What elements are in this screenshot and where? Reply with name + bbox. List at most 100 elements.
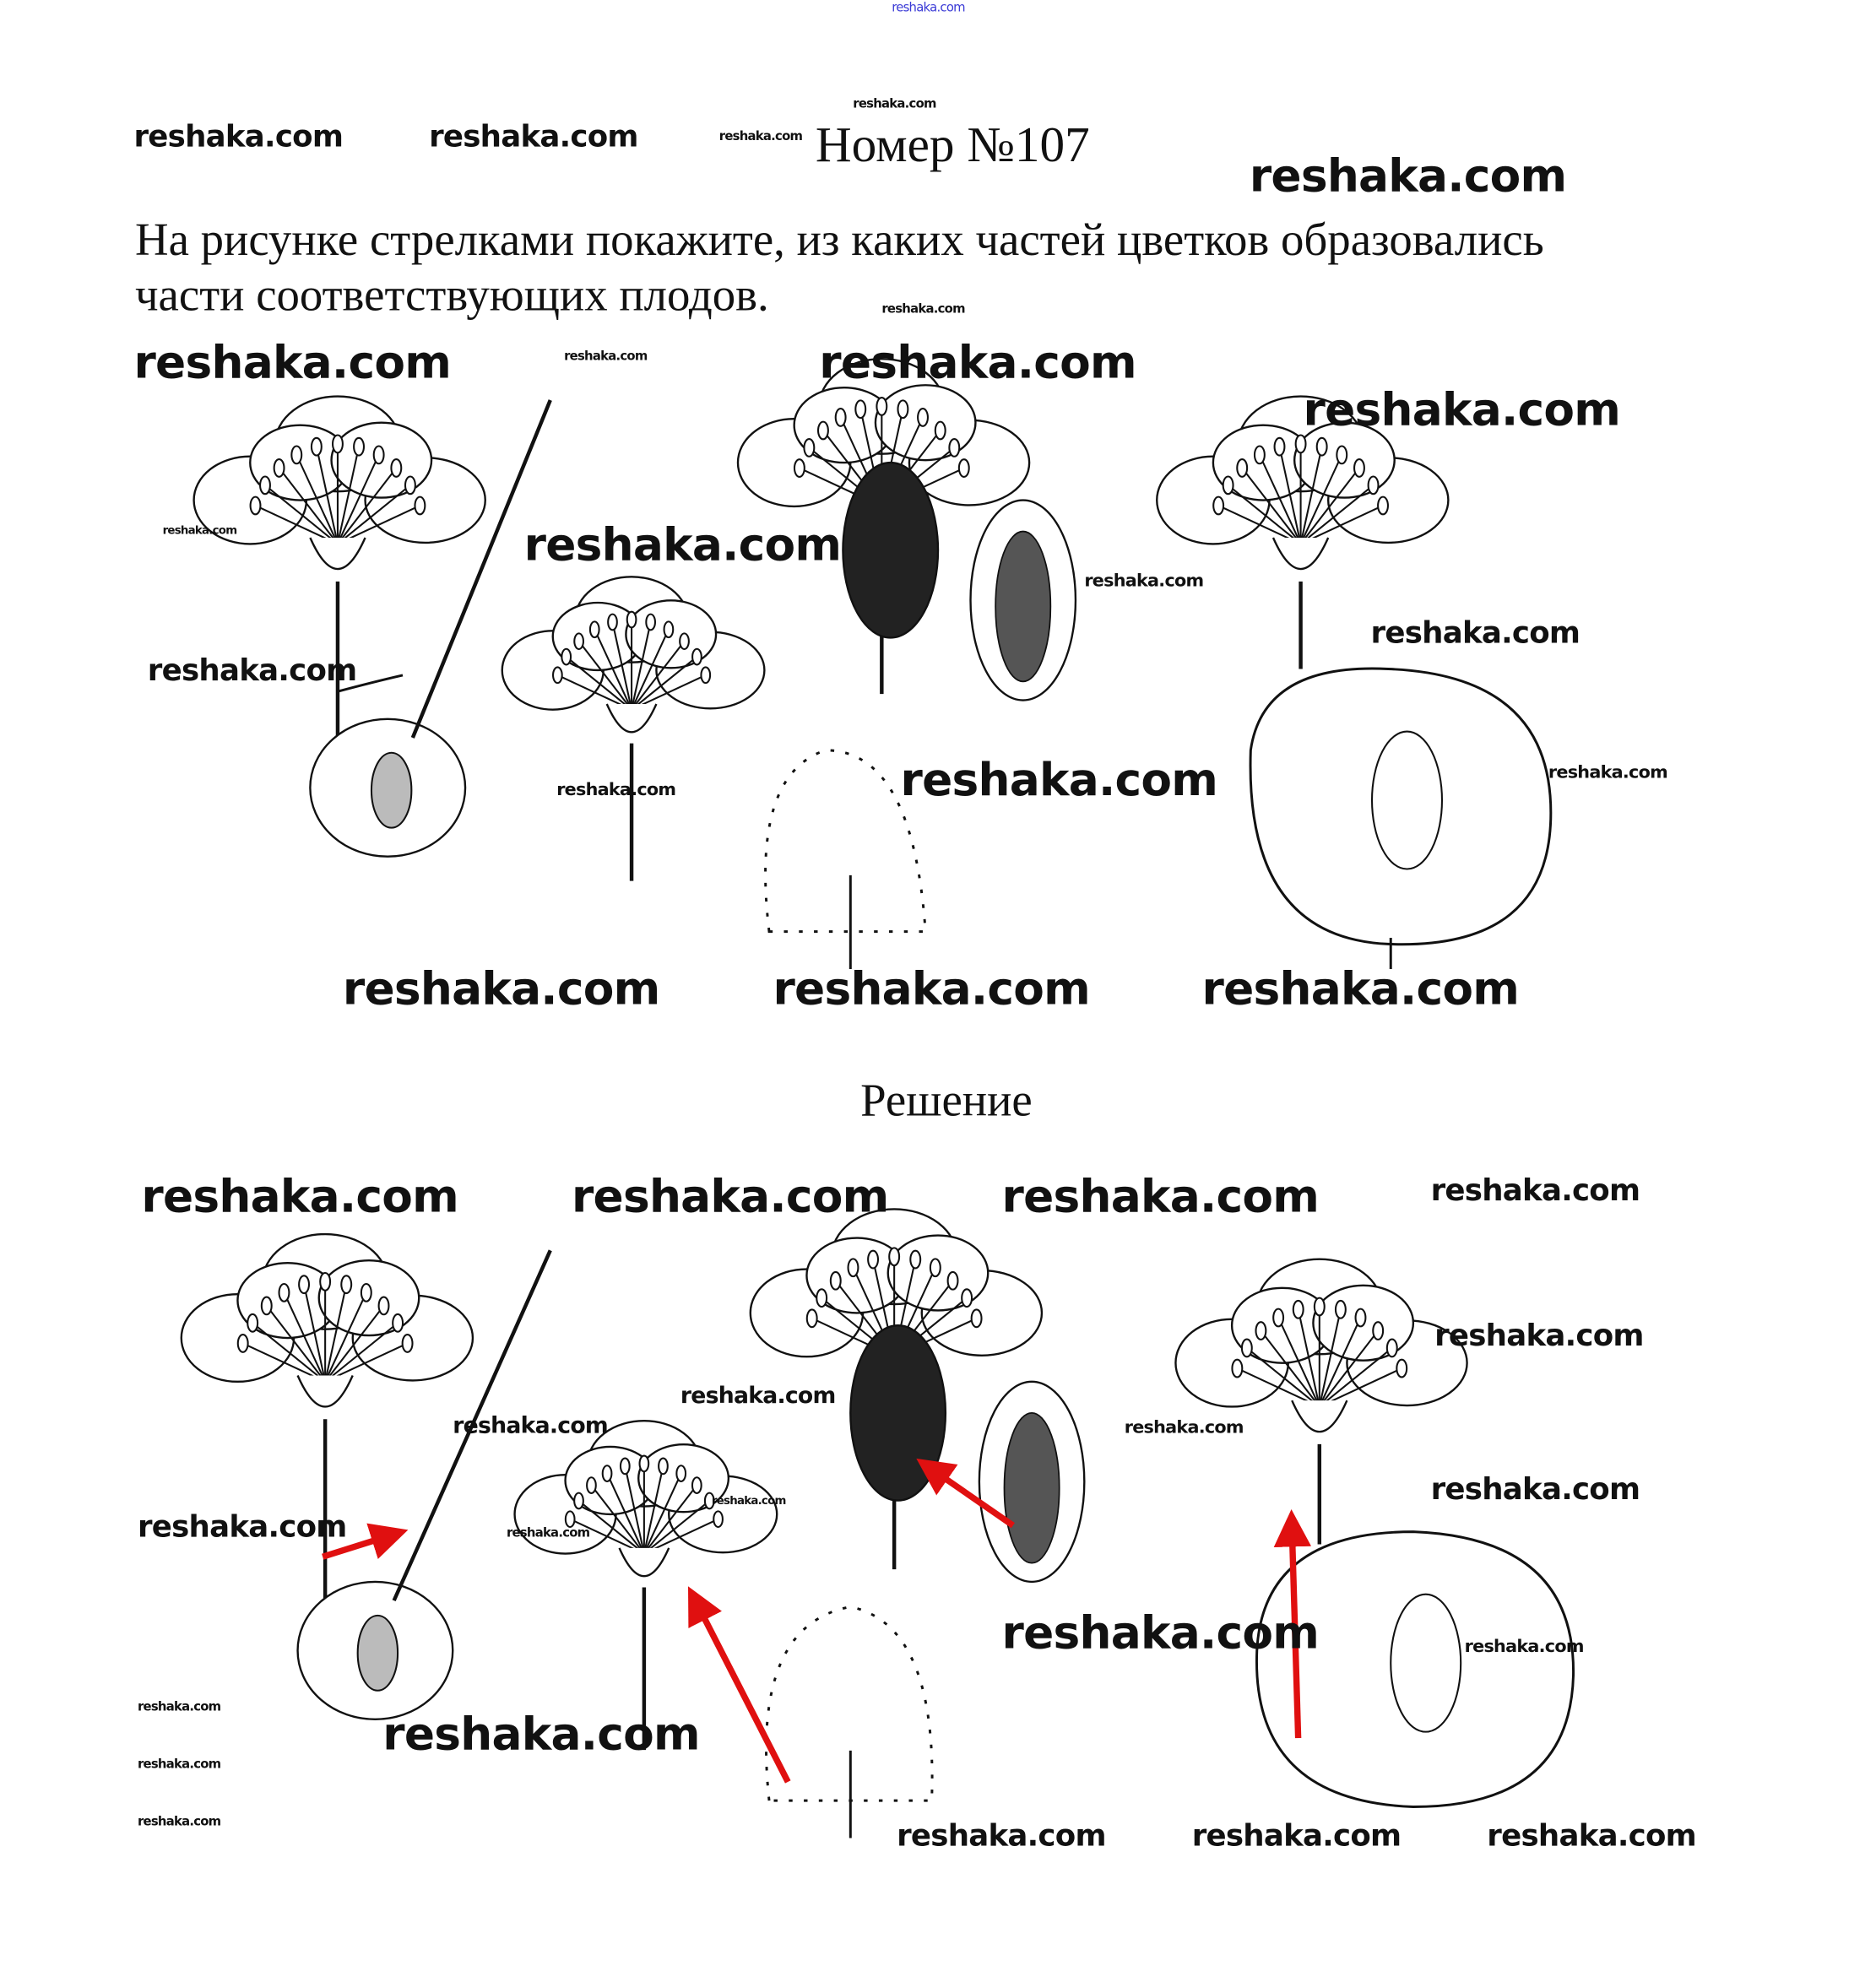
- apple-core: [1370, 730, 1444, 870]
- anther: [1396, 1358, 1408, 1378]
- red-arrow: [1273, 1508, 1312, 1739]
- anther: [909, 1249, 922, 1270]
- stamen: [255, 505, 339, 545]
- watermark: reshaka.com: [429, 118, 638, 154]
- anther: [260, 1296, 273, 1316]
- anther: [404, 475, 416, 495]
- watermark: reshaka.com: [556, 780, 676, 801]
- watermark: reshaka.com: [1548, 763, 1668, 783]
- watermark: reshaka.com: [141, 1171, 458, 1223]
- watermark: reshaka.com: [1201, 963, 1520, 1015]
- watermark: reshaka.com: [1430, 1172, 1640, 1209]
- anther: [319, 1271, 332, 1291]
- anther: [1231, 1358, 1244, 1378]
- anther: [607, 613, 618, 631]
- stamen: [631, 629, 670, 711]
- strawberry-fruit: [764, 749, 927, 934]
- watermark: reshaka.com: [564, 349, 648, 364]
- anther: [1372, 1321, 1385, 1340]
- stamen: [643, 1484, 698, 1555]
- anther: [957, 458, 970, 478]
- stamen: [337, 505, 420, 545]
- watermark: reshaka.com: [506, 1526, 590, 1541]
- stamen: [1277, 1317, 1320, 1407]
- anther: [867, 1249, 880, 1270]
- stamen: [1258, 454, 1302, 544]
- stamen: [1319, 1367, 1402, 1408]
- anther: [803, 437, 816, 458]
- anther: [897, 399, 909, 420]
- stamen: [324, 1291, 367, 1383]
- stamen: [577, 1500, 645, 1555]
- anther: [691, 1476, 702, 1494]
- stamen: [1227, 485, 1302, 545]
- receptacle: [605, 703, 658, 734]
- anther: [1255, 1321, 1267, 1340]
- watermark: reshaka.com: [718, 129, 803, 144]
- cherry-stone: [370, 751, 413, 829]
- anther: [392, 1313, 404, 1333]
- anther: [703, 1492, 715, 1510]
- anther: [888, 1247, 901, 1267]
- stamen: [303, 1284, 327, 1383]
- anther: [1292, 1299, 1304, 1319]
- stamen: [324, 1342, 409, 1383]
- anther: [1273, 436, 1286, 457]
- stamen: [643, 1500, 710, 1555]
- watermark: reshaka.com: [680, 1383, 836, 1410]
- anther: [1294, 434, 1307, 454]
- anther: [401, 1334, 414, 1353]
- stamen: [631, 621, 652, 710]
- anther: [663, 620, 675, 639]
- stamen: [315, 446, 339, 544]
- watermark: reshaka.com: [1084, 571, 1204, 593]
- anther: [1385, 1338, 1398, 1358]
- strawberry-fruit: [765, 1605, 934, 1802]
- watermark: reshaka.com: [881, 302, 965, 317]
- anther: [278, 1282, 290, 1302]
- stamen: [631, 656, 698, 711]
- anther: [876, 397, 888, 416]
- cherry-stone: [356, 1614, 399, 1692]
- anther: [638, 1454, 650, 1473]
- stamen: [1318, 1329, 1380, 1408]
- anther: [588, 620, 600, 639]
- anther: [552, 666, 563, 685]
- stamen: [264, 485, 339, 545]
- stamen: [643, 1473, 682, 1554]
- stamen: [594, 629, 633, 711]
- anther: [377, 1296, 390, 1316]
- anther: [414, 495, 426, 516]
- stamen: [1217, 505, 1302, 545]
- watermark: reshaka.com: [571, 1171, 889, 1223]
- anther: [331, 434, 344, 454]
- watermark: reshaka.com: [897, 1818, 1106, 1854]
- stamen: [252, 1322, 326, 1383]
- stamen: [1319, 1347, 1393, 1408]
- anther: [917, 408, 929, 427]
- receptacle: [618, 1547, 670, 1578]
- anther: [1367, 475, 1380, 495]
- watermark: reshaka.com: [1001, 1171, 1320, 1223]
- watermark: reshaka.com: [1434, 1318, 1644, 1353]
- stamen: [1299, 454, 1343, 544]
- anther: [273, 458, 285, 478]
- anther: [353, 436, 366, 457]
- anther: [290, 445, 303, 465]
- anther: [561, 647, 572, 666]
- anther: [793, 458, 805, 478]
- anther: [645, 613, 657, 631]
- anther: [259, 475, 271, 495]
- watermark: reshaka.com: [819, 337, 1136, 389]
- anther: [948, 437, 961, 458]
- stamen: [324, 1284, 348, 1383]
- anther: [1334, 1299, 1347, 1319]
- anther: [691, 647, 702, 666]
- stamen: [556, 674, 632, 711]
- watermark: reshaka.com: [1487, 1818, 1696, 1854]
- stamen: [631, 641, 686, 711]
- anther: [1236, 458, 1249, 478]
- seeds: [1003, 1412, 1060, 1564]
- top-watermark-link[interactable]: reshaka.com: [892, 1, 965, 15]
- watermark: reshaka.com: [133, 337, 452, 389]
